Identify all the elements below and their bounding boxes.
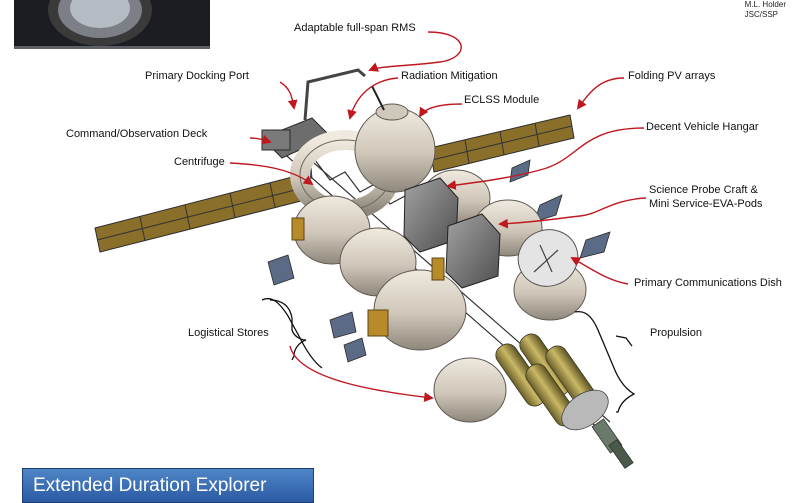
logistics-brace: [261, 297, 323, 369]
arrow-centrifuge: [229, 162, 314, 186]
arrow-radiation: [347, 77, 399, 120]
label-comm-dish: Primary Communications Dish: [634, 277, 782, 289]
label-pv-arrays: Folding PV arrays: [628, 70, 716, 82]
label-centrifuge: Centrifuge: [174, 156, 225, 168]
solar-array-left: [94, 174, 306, 253]
label-docking-port: Primary Docking Port: [145, 70, 249, 82]
title-banner: Extended Duration Explorer: [22, 468, 314, 503]
author-credit: M.L. Holder JSC/SSP: [745, 0, 786, 20]
rms-arm: [303, 68, 366, 121]
hangar-boxes: [403, 177, 501, 289]
label-probe-line2: Mini Service-EVA-Pods: [649, 198, 763, 210]
arrow-probe: [498, 197, 647, 229]
label-rms: Adaptable full-span RMS: [294, 22, 416, 34]
arrow-docking: [279, 81, 298, 110]
label-hangar: Decent Vehicle Hangar: [646, 121, 759, 133]
arrow-command: [249, 134, 272, 145]
credit-org: JSC/SSP: [744, 10, 778, 19]
callout-arrows: [229, 31, 647, 402]
propulsion-brace: [574, 310, 636, 413]
label-command-deck: Command/Observation Deck: [66, 128, 208, 140]
propulsion-stage: [495, 333, 634, 469]
label-logistics: Logistical Stores: [188, 327, 269, 339]
arrow-pv: [576, 77, 625, 110]
solar-array-right: [429, 114, 575, 173]
eclss-module: [354, 85, 436, 193]
label-eclss: ECLSS Module: [464, 94, 540, 106]
label-radiation: Radiation Mitigation: [401, 70, 498, 82]
inset-photo: [14, 0, 210, 49]
credit-name: M.L. Holder: [744, 0, 786, 9]
arrow-dish: [570, 257, 629, 285]
comm-dish: [517, 229, 579, 287]
label-probe-line1: Science Probe Craft &: [649, 184, 758, 196]
arrow-logistics: [289, 345, 434, 402]
radiator-fins: [267, 154, 611, 363]
arrow-hangar: [446, 127, 645, 190]
arrow-eclss: [418, 103, 463, 118]
label-propulsion: Propulsion: [650, 327, 702, 339]
arrow-rms: [368, 31, 462, 72]
